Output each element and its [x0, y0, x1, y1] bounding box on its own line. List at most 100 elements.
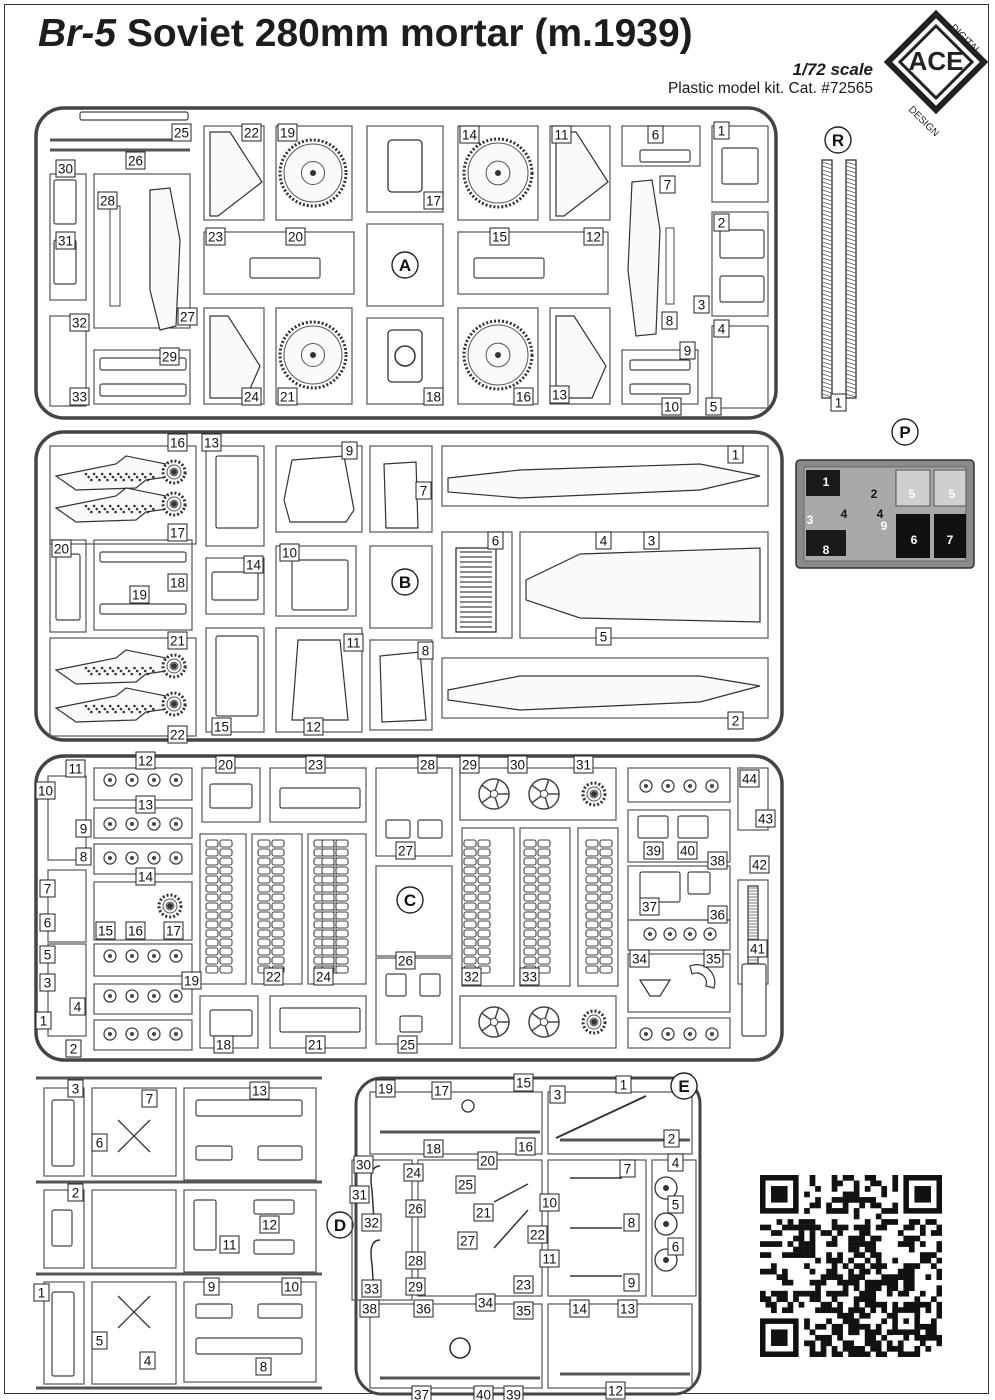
part-number-label: 16 — [513, 387, 534, 406]
svg-text:19: 19 — [378, 1082, 393, 1097]
svg-text:23: 23 — [516, 1278, 531, 1293]
svg-text:8: 8 — [666, 314, 674, 329]
svg-text:7: 7 — [420, 484, 428, 499]
svg-text:37: 37 — [414, 1388, 429, 1400]
part-number-label: 27 — [395, 841, 416, 860]
svg-text:25: 25 — [400, 1038, 415, 1053]
part-number-label: 10 — [281, 1277, 302, 1296]
svg-text:14: 14 — [462, 128, 478, 143]
part-number-label: 31 — [573, 755, 594, 774]
part-number-label: 8 — [75, 847, 92, 866]
part-number-label: 5 — [705, 397, 722, 416]
svg-text:7: 7 — [44, 882, 52, 897]
part-number-label: 12 — [583, 227, 604, 246]
part-number-label: 36 — [413, 1299, 434, 1318]
part-number-label: 18 — [167, 573, 188, 592]
part-number-label: 6 — [667, 1237, 684, 1256]
svg-text:14: 14 — [572, 1302, 588, 1317]
part-number-label: 12 — [303, 717, 324, 736]
svg-text:11: 11 — [68, 762, 82, 777]
part-number-label: 11 — [539, 1249, 560, 1268]
svg-text:11: 11 — [222, 1238, 236, 1253]
svg-text:B: B — [399, 573, 411, 592]
part-number-label: 1 — [727, 445, 744, 464]
part-number-label: 29 — [405, 1277, 426, 1296]
part-number-label: 29 — [159, 347, 180, 366]
svg-text:29: 29 — [162, 350, 177, 365]
part-number-label: 14 — [569, 1299, 590, 1318]
svg-text:3: 3 — [698, 298, 706, 313]
part-number-label: 34 — [475, 1293, 496, 1312]
part-number-label: 7 — [39, 879, 56, 898]
svg-text:38: 38 — [362, 1302, 377, 1317]
svg-text:22: 22 — [170, 728, 185, 743]
part-number-label: 32 — [361, 1213, 382, 1232]
part-number-label: 1 — [35, 1011, 52, 1030]
part-number-label: 26 — [125, 151, 146, 170]
qr-code — [760, 1175, 942, 1357]
part-number-label: 5 — [91, 1331, 108, 1350]
svg-text:1: 1 — [732, 448, 740, 463]
part-number-label: 24 — [241, 387, 262, 406]
svg-text:24: 24 — [406, 1166, 422, 1181]
part-number-label: 2 — [67, 1183, 84, 1202]
sprue-letter-a: A — [391, 251, 419, 279]
part-number-label: 11 — [65, 759, 86, 778]
svg-text:17: 17 — [170, 526, 185, 541]
svg-text:14: 14 — [246, 558, 262, 573]
photoetch-part-number: 6 — [911, 533, 918, 547]
part-number-label: 2 — [65, 1039, 82, 1058]
part-number-label: 13 — [135, 795, 156, 814]
part-number-label: 43 — [755, 809, 776, 828]
svg-text:23: 23 — [308, 758, 323, 773]
photoetch-part-number: 8 — [823, 543, 830, 557]
svg-text:8: 8 — [628, 1216, 636, 1231]
part-number-label: 19 — [181, 971, 202, 990]
part-number-label: 18 — [423, 1139, 444, 1158]
svg-text:11: 11 — [346, 636, 360, 651]
part-number-label: 22 — [167, 725, 188, 744]
part-number-label: 21 — [167, 631, 188, 650]
sprue-letter-r: R — [824, 126, 852, 154]
svg-text:3: 3 — [72, 1082, 80, 1097]
part-number-label: 41 — [747, 939, 768, 958]
part-number-label: 17 — [423, 191, 444, 210]
part-number-label: 27 — [457, 1231, 478, 1250]
part-number-label: 1 — [830, 393, 847, 412]
svg-text:15: 15 — [516, 1076, 531, 1091]
svg-text:27: 27 — [398, 844, 413, 859]
svg-text:37: 37 — [642, 900, 657, 915]
part-number-label: 1 — [615, 1075, 632, 1094]
part-number-label: 9 — [679, 341, 696, 360]
part-number-label: 10 — [35, 781, 56, 800]
part-number-label: 1 — [713, 121, 730, 140]
part-number-label: 5 — [595, 627, 612, 646]
part-number-label: 9 — [203, 1277, 220, 1296]
part-number-label: 4 — [667, 1153, 684, 1172]
part-number-label: 3 — [39, 973, 56, 992]
part-number-label: 12 — [259, 1215, 280, 1234]
part-number-label: 38 — [707, 851, 728, 870]
svg-text:40: 40 — [680, 844, 695, 859]
part-number-label: 22 — [263, 967, 284, 986]
svg-text:10: 10 — [38, 784, 53, 799]
part-number-label: 23 — [205, 227, 226, 246]
svg-text:36: 36 — [710, 908, 725, 923]
part-number-label: 12 — [605, 1381, 626, 1400]
part-number-label: 14 — [459, 125, 480, 144]
svg-text:17: 17 — [166, 924, 181, 939]
svg-text:12: 12 — [306, 720, 321, 735]
part-number-label: 20 — [215, 755, 236, 774]
svg-text:31: 31 — [352, 1188, 367, 1203]
part-number-label: 6 — [39, 913, 56, 932]
svg-text:43: 43 — [758, 812, 773, 827]
part-number-label: 9 — [75, 819, 92, 838]
svg-text:10: 10 — [542, 1196, 557, 1211]
part-number-label: 6 — [647, 125, 664, 144]
svg-text:31: 31 — [576, 758, 591, 773]
part-number-label: 31 — [349, 1185, 370, 1204]
part-number-label: 36 — [707, 905, 728, 924]
part-number-label: 3 — [549, 1085, 566, 1104]
svg-text:2: 2 — [732, 714, 740, 729]
svg-text:20: 20 — [288, 230, 303, 245]
